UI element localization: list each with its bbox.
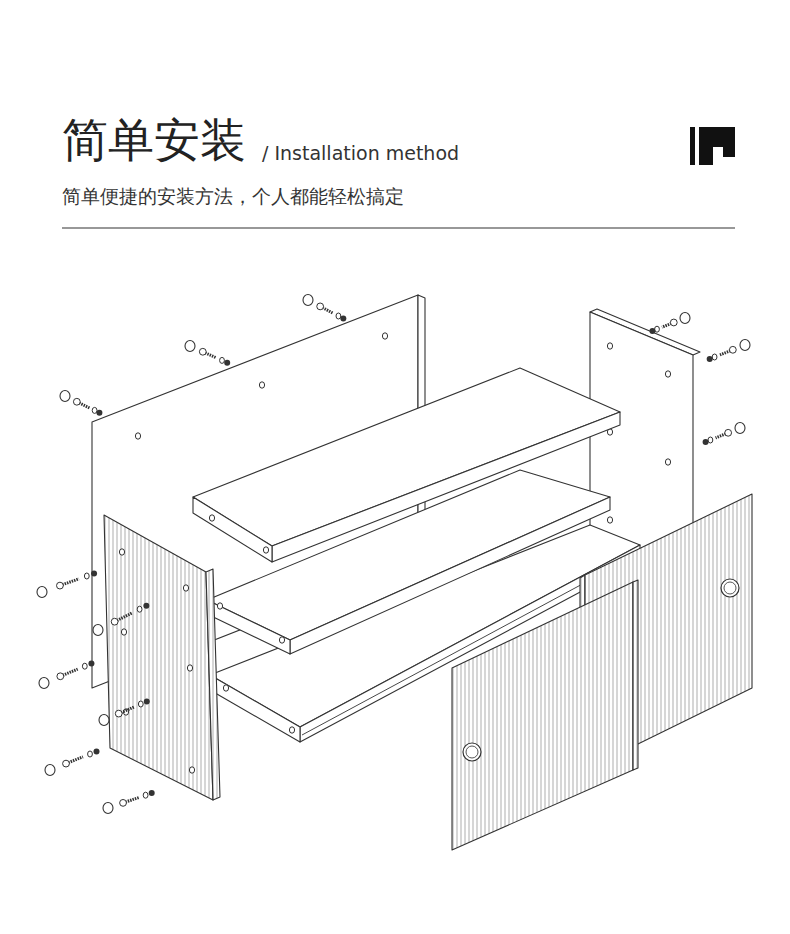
handle-hole bbox=[721, 579, 739, 597]
screw-set bbox=[45, 748, 100, 775]
handle-hole bbox=[463, 743, 481, 761]
drill-hole bbox=[217, 603, 222, 609]
screw-set bbox=[185, 341, 230, 366]
drill-hole bbox=[665, 459, 670, 465]
drill-hole bbox=[209, 515, 214, 521]
header-rule bbox=[62, 227, 735, 228]
drill-hole bbox=[665, 371, 670, 377]
screw-set bbox=[303, 295, 346, 322]
screw-set bbox=[703, 423, 745, 445]
drill-hole bbox=[289, 727, 294, 733]
screw-set bbox=[103, 790, 155, 813]
drill-hole bbox=[259, 382, 264, 388]
drill-hole bbox=[187, 665, 192, 671]
panel-face bbox=[206, 569, 220, 800]
panel-face bbox=[210, 675, 300, 742]
drill-hole bbox=[607, 343, 612, 349]
screw-sets bbox=[37, 295, 750, 814]
top-shelf bbox=[193, 368, 620, 562]
screw-set bbox=[39, 660, 94, 688]
drill-hole bbox=[607, 517, 612, 523]
drill-hole bbox=[119, 549, 124, 555]
description-text: 简单便捷的安装方法，个人都能轻松搞定 bbox=[62, 184, 404, 210]
drill-hole bbox=[135, 433, 140, 439]
panel-face bbox=[207, 600, 290, 654]
drill-hole bbox=[189, 767, 194, 773]
page-title: 简单安装 bbox=[62, 110, 246, 172]
left-side-panel bbox=[104, 515, 220, 800]
screw-set bbox=[707, 340, 750, 362]
screw-set bbox=[649, 313, 690, 335]
panel-face bbox=[104, 515, 213, 800]
drill-hole bbox=[263, 547, 268, 553]
drill-hole bbox=[183, 585, 188, 591]
screw-set bbox=[37, 570, 97, 597]
front-door bbox=[452, 580, 638, 850]
screw-set bbox=[60, 391, 102, 416]
drill-hole bbox=[223, 685, 228, 691]
drill-icon bbox=[690, 127, 735, 165]
panel-face bbox=[193, 497, 272, 562]
panel-face bbox=[193, 368, 620, 546]
drill-hole bbox=[382, 333, 387, 339]
drill-hole bbox=[279, 637, 284, 643]
screw-set bbox=[99, 698, 150, 725]
screw-set bbox=[93, 603, 149, 636]
panel-face bbox=[633, 580, 638, 770]
drill-hole bbox=[121, 629, 126, 635]
panel-face bbox=[272, 412, 620, 562]
panel-face bbox=[452, 582, 633, 850]
english-subtitle: / Installation method bbox=[262, 142, 459, 164]
cabinet-parts bbox=[92, 295, 752, 850]
